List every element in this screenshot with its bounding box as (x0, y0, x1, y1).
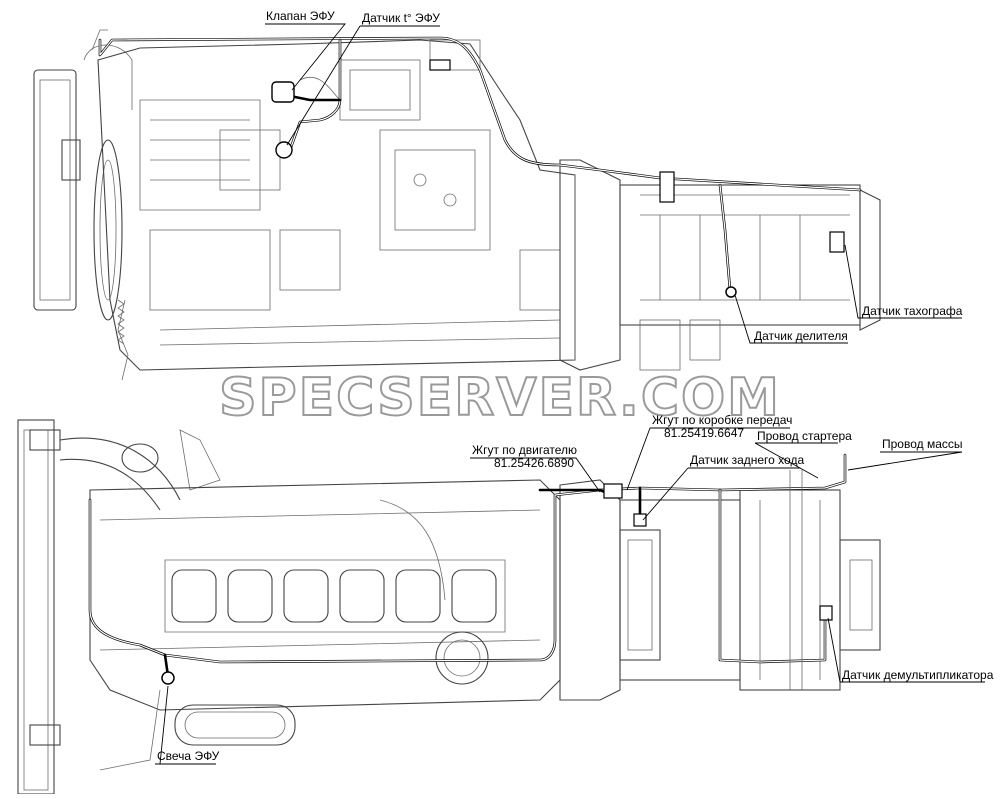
label-engine-harness: Жгут по двигателю (472, 443, 577, 457)
top-leaders (265, 23, 962, 344)
top-harness (98, 36, 862, 298)
engine-top-view (17, 419, 881, 795)
label-gearbox-harness-code: 81.25419.6647 (664, 426, 744, 440)
engine-side-view (33, 29, 881, 381)
label-efu-plug: Свеча ЭФУ (157, 749, 220, 763)
bottom-harness (88, 453, 847, 690)
watermark-text: SPECSERVER.COM (219, 368, 781, 428)
label-starter-wire: Провод стартера (757, 429, 852, 443)
label-efu-valve: Клапан ЭФУ (266, 9, 335, 23)
label-reverse-sensor: Датчик заднего хода (690, 453, 804, 467)
label-divider-sensor: Датчик делителя (754, 329, 848, 343)
cylinder-heads (171, 569, 497, 623)
label-efu-temp-sensor: Датчик t° ЭФУ (362, 11, 440, 25)
bottom-leaders (155, 427, 985, 765)
label-engine-harness-code: 81.25426.6890 (494, 456, 574, 470)
label-demultiplier-sensor: Датчик демультипликатора (842, 668, 994, 682)
label-ground-wire: Провод массы (882, 437, 963, 451)
label-gearbox-harness: Жгут по коробке передач (652, 413, 792, 427)
label-tachograph-sensor: Датчик тахографа (862, 304, 963, 318)
callout-labels: Клапан ЭФУ Датчик t° ЭФУ Датчик тахограф… (157, 9, 994, 763)
